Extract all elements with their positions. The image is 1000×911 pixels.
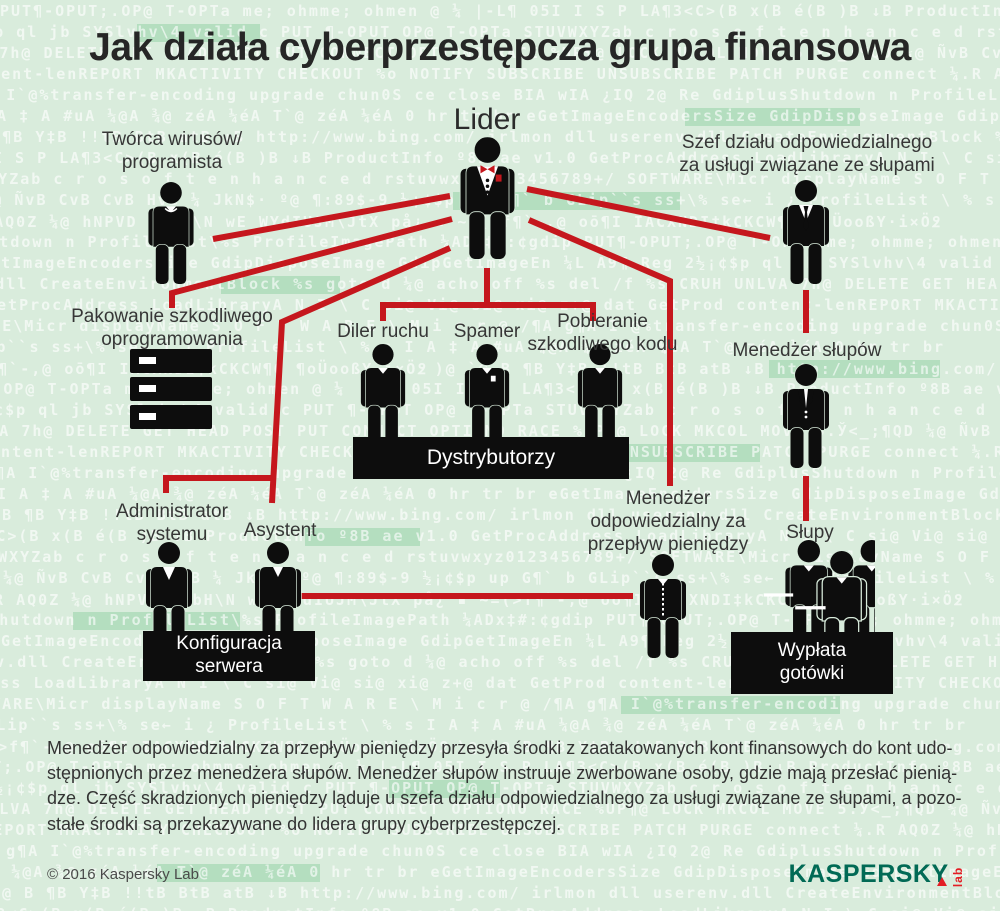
menedzer-slupow-person-icon [774, 363, 838, 469]
background-highlight [389, 780, 500, 798]
tworca-wirusow-person-icon [139, 182, 203, 284]
line-lider-konfiguracja [269, 245, 452, 504]
background-code-row: 2½¡¢$p ql jb SYSlvhv\4 valid c PUT ¶-OPU… [0, 779, 1000, 797]
label-pobieranie: Pobieranie szkodliwego kodu [527, 311, 678, 356]
dystrybutorzy-bar: Dystrybutorzy [353, 437, 629, 479]
background-code-row: PUT¶-OPUT;.OP@ T-OPTa me; ohmme; ohmen @… [0, 2, 1000, 20]
label-administrator: Administrator systemu [116, 501, 228, 546]
wyplata-gotowki-bar: Wypłata gotówki [731, 632, 893, 694]
background-code-row: I S P LA¶3<C>(B x(B é(B )B ↓B ProductInf… [0, 905, 1000, 911]
line-dystrybutorzy-bracket [380, 302, 596, 321]
copyright-text: © 2016 Kaspersky Lab [47, 866, 199, 883]
label-spamer: Spamer [453, 321, 521, 342]
menedzer-pieniedzy-person-icon [631, 551, 695, 661]
kaspersky-logo: KASPERSKY lab [789, 860, 968, 889]
pobieranie-person-icon [569, 344, 631, 444]
background-code-row: )@ `@ B ¶B Y‡B !!tB BtB atB ↓B http://ww… [0, 128, 1000, 146]
konfiguracja-serwera-bar: Konfiguracja serwera [143, 631, 315, 681]
slupy-group-icon [763, 538, 875, 653]
background-code-row: GdiplusShutdown n ProfileList\%s Profile… [0, 611, 1000, 629]
label-lider: Lider [453, 103, 521, 136]
line-lider-tworca [212, 193, 451, 242]
label-slupy: Słupy [786, 522, 834, 543]
administrator-person-icon [137, 541, 201, 647]
background-code-row: I A ‡ A #uA ¼@A ¾@ zéA ¼éA T`@ zéA ¼éA 0… [0, 107, 1000, 125]
background-code-row: I A ‡ A #uA ¼@A ¾@ zéA ¼éA T`@ zéA ¼éA 0… [0, 485, 1000, 503]
line-konfiguracja-branch [163, 475, 272, 493]
background-code-row: 2½¡¢$p ql jb SYSlvhv\4 valid c PUT ¶-OPU… [0, 23, 1000, 41]
background-highlight [221, 276, 340, 294]
background-code-row: SOFTWARE\Micr displayName S O F T W A R … [0, 317, 1000, 335]
label-szef-dzialu: Szef działu odpowiedzialnego za usługi z… [679, 132, 935, 177]
background-code-row: STUVWXYZab c r o s o f t e n h a n c e d… [0, 548, 1000, 566]
background-code-row: userenv.dll CreateEnvironmentBlock %s go… [0, 275, 1000, 293]
background-code-row: @ /¶A g¶A I`@%transfer-encoding upgrade … [0, 86, 1000, 104]
background-highlight [305, 528, 420, 546]
background-code-row: I A ‡ A #uA ¼@A ¾@ zéA ¼éA T`@ zéA ¼éA 0… [0, 863, 1000, 881]
kaspersky-logo-lab-text: lab [950, 866, 965, 888]
label-tworca-wirusow: Twórca wirusów/ programista [101, 129, 243, 174]
background-code-row: SOFTWARE\Micr displayName S O F T W A R … [0, 695, 1000, 713]
label-menedzer-pieniedzy: Menedżer odpowiedzialny za przepływ pien… [587, 488, 749, 556]
background-code-row: 5.Ў<_;¶QD ¼@ ÑvB CvB CvB HvB ¼ JkN$· º@ … [0, 569, 1000, 587]
background-code-row: content-lenREPORT MKACTIVITY CHECKOUT %o… [0, 821, 1000, 839]
background-code-row: @ /¶A g¶A I`@%transfer-encoding upgrade … [0, 842, 1000, 860]
lider-person-icon [450, 137, 525, 259]
diler-ruchu-person-icon [352, 344, 414, 444]
asystent-person-icon [246, 541, 310, 647]
background-code-row: PUT¶-OPUT;.OP@ T-OPTa me; ohmme; ohmen @… [0, 758, 1000, 776]
background-code-row: eGetImageEncodersSize GdipDisposeImage G… [0, 254, 1000, 272]
background-code-row: )@ `@ B ¶B Y‡B !!tB BtB atB ↓B http://ww… [0, 884, 1000, 902]
background-code-row: CRUH UNLVA 7h@ DELETE GET HEAD POST PUT … [0, 800, 1000, 818]
background-code-row: )@ `@ B ¶B Y‡B !!tB BtB atB ↓B http://ww… [0, 506, 1000, 524]
label-diler-ruchu: Diler ruchu [337, 321, 429, 342]
spamer-person-icon [456, 344, 518, 444]
label-pakowanie: Pakowanie szkodliwego oprogramowania [71, 306, 273, 351]
malware-server-icon [130, 349, 212, 429]
page-title: Jak działa cyberprzestępcza grupa finans… [89, 26, 911, 69]
background-code-row: up G¶` b GLip``s ss+\% se← i ¿ ProfileLi… [0, 338, 946, 356]
background-highlight [137, 24, 260, 42]
line-lider-szef [526, 186, 771, 241]
background-code-row: I S P LA¶3<C>(B x(B é(B )B ↓B ProductInf… [0, 149, 1000, 167]
label-menedzer-slupow: Menedżer słupów [732, 340, 882, 361]
background-highlight [157, 864, 320, 882]
label-asystent: Asystent [243, 520, 317, 541]
background-highlight [621, 696, 840, 714]
description-paragraph: Menedżer odpowiedzialny za przepływ pien… [47, 738, 962, 834]
szef-dzialu-person-icon [774, 180, 838, 284]
background-code-row: I S P LA¶3<C>(B x(B é(B )B ↓B ProductInf… [0, 527, 1000, 545]
kaspersky-logo-triangle-icon [936, 877, 947, 886]
background-code-row: content-lenREPORT MKACTIVITY CHECKOUT %o… [0, 65, 1000, 83]
background-code-row: up G¶` b GLip``s ss+\% se← i ¿ ProfileLi… [0, 716, 968, 734]
background-code-row: ~=(>f¶`-,@ oō¶I IACXNDI‡kCKCW¶Q ¶oÜooßY·… [0, 738, 1000, 756]
background-highlight [685, 108, 860, 126]
kaspersky-logo-text: KASPERSKY [788, 860, 949, 888]
line-lider-menedzer-pieniedzy [527, 217, 673, 486]
line-lider-pakowanie [169, 216, 453, 308]
background-code-row: CRUH UNLVA 7h@ DELETE GET HEAD POST PUT … [0, 44, 1000, 62]
background-code-row: ¼.R AQ0Z ¼@ hNPVD HKbH\N wЕ WYdIUJM\JtX … [0, 591, 963, 609]
